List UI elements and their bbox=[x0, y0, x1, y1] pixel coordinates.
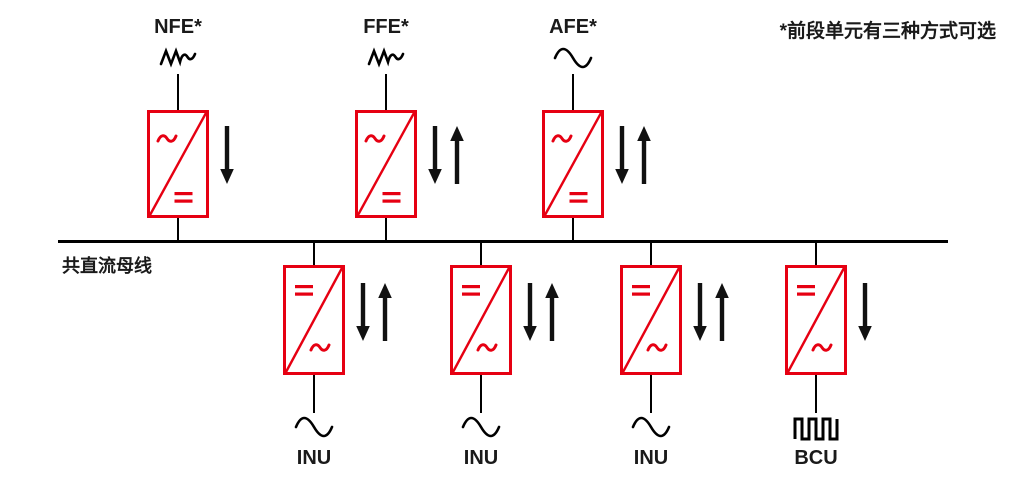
connector-line bbox=[177, 218, 179, 243]
unit-label: FFE* bbox=[363, 16, 409, 38]
up-arrow-icon bbox=[378, 283, 392, 341]
ac-dc-converter-box bbox=[147, 110, 209, 218]
up-arrow-icon bbox=[450, 126, 464, 184]
ac-dc-converter-box bbox=[542, 110, 604, 218]
front-end-unit-nfe: NFE* bbox=[147, 0, 234, 243]
down-arrow-icon bbox=[615, 126, 629, 184]
connector-line bbox=[385, 74, 387, 110]
connector-line bbox=[815, 375, 817, 413]
dc-ac-converter-box bbox=[620, 265, 682, 375]
front-end-unit-ffe: FFE* bbox=[355, 0, 464, 243]
unit-label: INU bbox=[463, 447, 499, 469]
square-wave-load-icon bbox=[793, 413, 839, 448]
down-arrow-icon bbox=[428, 126, 442, 184]
down-arrow-icon bbox=[219, 126, 235, 189]
up-arrow-icon bbox=[637, 126, 651, 184]
connector-line bbox=[313, 375, 315, 413]
connector-line bbox=[650, 375, 652, 413]
dc-ac-converter-box bbox=[785, 265, 847, 375]
brake-unit-bcu: BCU bbox=[785, 243, 872, 484]
sine-ac-load-icon bbox=[631, 413, 671, 446]
dc-bus-label: 共直流母线 bbox=[62, 256, 152, 276]
sine-ac-source-icon bbox=[553, 44, 593, 77]
unit-label: INU bbox=[296, 447, 332, 469]
connector-line bbox=[385, 218, 387, 243]
distorted-ac-source-icon bbox=[158, 44, 198, 77]
down-arrow-icon bbox=[523, 283, 537, 341]
up-arrow-icon bbox=[545, 283, 559, 341]
connector-line bbox=[480, 243, 482, 265]
unit-label: NFE* bbox=[154, 16, 202, 38]
bidirectional-arrows bbox=[522, 283, 560, 341]
dc-ac-converter-box bbox=[450, 265, 512, 375]
dc-bus-line bbox=[58, 240, 948, 243]
front-end-unit-afe: AFE* bbox=[542, 0, 651, 243]
bidirectional-arrows bbox=[614, 126, 652, 184]
unit-label: BCU bbox=[794, 447, 838, 469]
bidirectional-arrows bbox=[355, 283, 393, 341]
inverter-unit-2: INU bbox=[450, 243, 559, 484]
inverter-unit-1: INU bbox=[283, 243, 392, 484]
footnote: *前段单元有三种方式可选 bbox=[779, 21, 996, 42]
connector-line bbox=[815, 243, 817, 265]
bidirectional-arrows bbox=[427, 126, 465, 184]
sine-ac-load-icon bbox=[294, 413, 334, 446]
up-arrow-icon bbox=[715, 283, 729, 341]
connector-line bbox=[480, 375, 482, 413]
unit-label: INU bbox=[633, 447, 669, 469]
connector-line bbox=[177, 74, 179, 110]
connector-line bbox=[572, 74, 574, 110]
distorted-ac-source-icon bbox=[366, 44, 406, 77]
down-arrow-icon bbox=[356, 283, 370, 341]
connector-line bbox=[650, 243, 652, 265]
connector-line bbox=[572, 218, 574, 243]
ac-dc-converter-box bbox=[355, 110, 417, 218]
down-arrow-icon bbox=[857, 283, 873, 346]
dc-ac-converter-box bbox=[283, 265, 345, 375]
connector-line bbox=[313, 243, 315, 265]
unit-label: AFE* bbox=[549, 16, 597, 38]
down-arrow-icon bbox=[693, 283, 707, 341]
sine-ac-load-icon bbox=[461, 413, 501, 446]
bidirectional-arrows bbox=[692, 283, 730, 341]
inverter-unit-3: INU bbox=[620, 243, 729, 484]
